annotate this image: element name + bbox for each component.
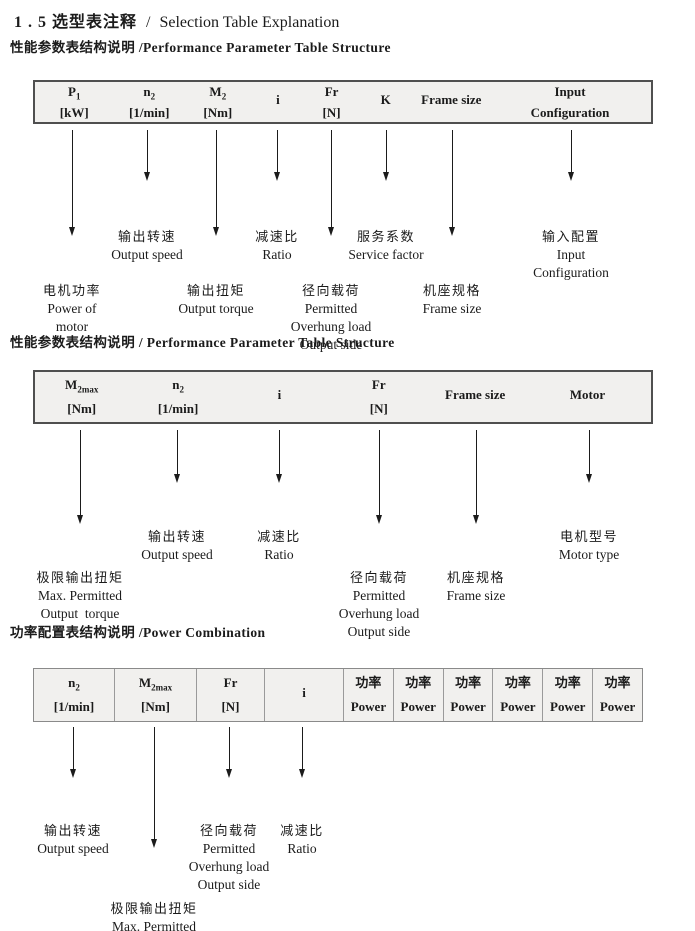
col-fr: Fr[N] xyxy=(196,669,264,721)
col-m2: M2[Nm] xyxy=(203,84,233,120)
col-p1: P1[kW] xyxy=(59,84,89,120)
col-m2max: M2max[Nm] xyxy=(65,377,99,416)
section2-table: M2max[Nm] n2[1/min] i Fr[N] Frame size M… xyxy=(33,370,653,424)
col-fr: Fr[N] xyxy=(322,84,341,120)
col-n2: n2[1/min] xyxy=(129,84,170,120)
section3-heading: 功率配置表结构说明 /Power Combination xyxy=(10,625,266,640)
arrow-p1 xyxy=(69,130,75,236)
col-frame-size: Frame size xyxy=(421,91,482,107)
arrow-n2 xyxy=(144,130,150,181)
col-motor: Motor xyxy=(569,386,606,402)
title-section-number: 1 . 5 选型表注释 xyxy=(14,14,138,31)
arrow-fr xyxy=(376,430,382,524)
col-frame-size: Frame size xyxy=(445,386,506,402)
col-i: i xyxy=(276,91,280,107)
arrow-frame-size xyxy=(473,430,479,524)
page-title: 1 . 5 选型表注释 / Selection Table Explanatio… xyxy=(14,8,339,32)
col-n2: n2[1/min] xyxy=(157,377,199,416)
arrow-i xyxy=(299,727,305,778)
col-i: i xyxy=(277,386,282,402)
col-fr: Fr[N] xyxy=(369,377,388,416)
col-i: i xyxy=(264,669,343,721)
title-english: Selection Table Explanation xyxy=(159,14,340,31)
col-m2max: M2max[Nm] xyxy=(114,669,196,721)
section1-table: P1[kW] n2[1/min] M2[Nm] i Fr[N] K Frame … xyxy=(33,80,653,124)
arrow-i xyxy=(276,430,282,483)
arrow-i xyxy=(274,130,280,181)
arrow-motor xyxy=(586,430,592,483)
arrow-frame-size xyxy=(449,130,455,236)
col-k: K xyxy=(380,91,391,107)
section2-heading: 性能参数表结构说明 / Performance Parameter Table … xyxy=(10,335,395,350)
col-n2: n2[1/min] xyxy=(53,674,95,715)
arrow-fr xyxy=(226,727,232,778)
arrow-n2 xyxy=(174,430,180,483)
arrow-n2 xyxy=(70,727,76,778)
arrow-m2max xyxy=(77,430,83,524)
section1-heading: 性能参数表结构说明 /Performance Parameter Table S… xyxy=(10,40,391,55)
title-slash: / xyxy=(146,14,151,31)
arrow-input-config xyxy=(568,130,574,181)
arrow-m2max xyxy=(151,727,157,848)
arrow-k xyxy=(383,130,389,181)
arrow-fr xyxy=(328,130,334,236)
arrow-m2 xyxy=(213,130,219,236)
